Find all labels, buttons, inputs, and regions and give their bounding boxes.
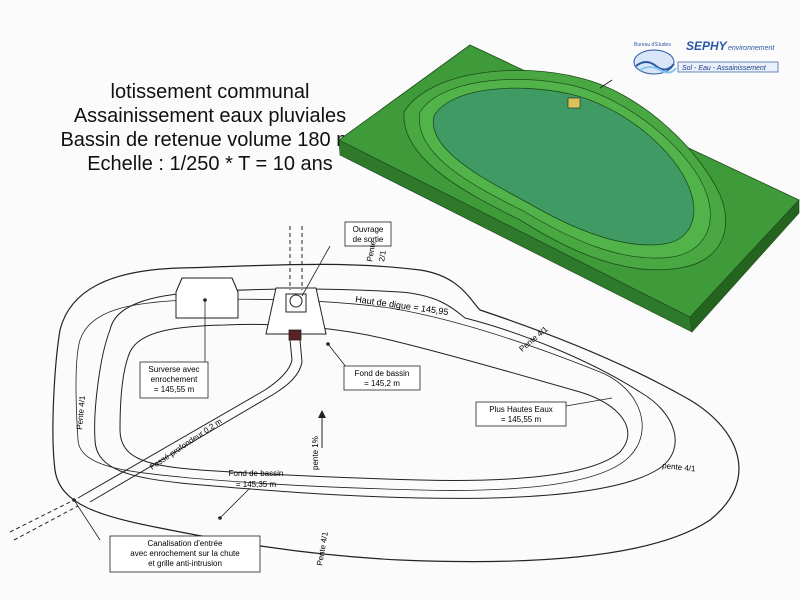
ouvrage-line-2: de sortie [353,235,384,244]
leader-dot-canalisation [72,498,76,502]
fond-2-line-2: = 145,35 m [236,480,277,489]
leader-canalisation [73,499,101,541]
logo-sub: Sol - Eau - Assainissement [682,65,767,72]
leader-ouvrage [301,245,331,297]
title-line-1: lotissement communal [110,81,310,103]
ouvrage-box [344,221,392,247]
fond-1-line-1: Fond de bassin [355,369,410,378]
pente-1-label: pente 1% [311,436,320,470]
ditch-line-1 [77,339,293,499]
title-line-4: Echelle : 1/250 * T = 10 ans [87,153,333,175]
high-water-line [75,298,643,491]
leader-dot-fond-1 [326,342,330,346]
leader-fond-2 [219,487,251,519]
fond-2-line-1: Fond de bassin [229,469,284,478]
slope-arrowhead [318,410,326,418]
outlet-structure [567,97,581,109]
fond-1-box [343,365,421,391]
surverse-line-1: Surverse avec [148,365,199,374]
canalisation-line-3: et grille anti-intrusion [148,559,222,568]
logo-tagline: environnement [728,45,775,52]
pente-2-1-line-1: Pente [365,240,378,263]
basin-water [432,87,695,246]
phe-line-1: Plus Hautes Eaux [489,405,553,414]
pente-2-1-line-2: 2/1 [377,249,388,262]
leader-dot-surverse [203,298,207,302]
title-block: lotissement communal Assainissement eaux… [0,80,420,176]
surverse-line-2: enrochement [151,375,198,384]
sephy-logo: Bureau d'Etudes SEPHY environnement Sol … [633,39,779,75]
leader-dot-fond-2 [218,516,222,520]
logo-wave [635,61,675,71]
canalisation-box [109,535,261,573]
haut-digue-label: Haut de digue = 145,95 [355,294,449,317]
overflow-edge-2 [231,277,239,293]
pente-left-label: Pente 4/1 [75,395,87,430]
overflow-edge-1 [175,277,183,293]
outlet-pipe [599,79,613,89]
surverse-line-3: = 145,55 m [154,385,195,394]
logo-band [677,61,779,73]
canalisation-line-2: avec enrochement sur la chute [130,549,240,558]
surverse-box [139,361,209,399]
inlet-pipe-1 [9,499,75,533]
title-line-2: Assainissement eaux pluviales [73,105,347,127]
fosse-label: Fossé profondeur 0,2 m [148,417,224,472]
pente-bottom-label: Pente 4/1 [315,531,330,567]
logo-brand: SEPHY [686,39,728,53]
outer-embankment-outline [52,263,740,563]
overflow-weir [175,277,239,319]
logo-small-text: Bureau d'Etudes [634,42,671,48]
logo-wave-2 [639,66,677,74]
canalisation-line-1: Canalisation d'entrée [148,539,223,548]
ditch-line-2 [89,339,303,503]
title-line-3: Bassin de retenue volume 180 m³ [60,129,360,151]
phe-box [475,401,567,427]
ouvrage-line-1: Ouvrage [353,225,384,234]
pente-far-label: pente 4/1 [662,461,697,473]
inlet-pipe-2 [13,505,79,541]
phe-line-2: = 145,55 m [501,415,542,424]
fond-1-line-2: = 145,2 m [364,379,400,388]
outlet-manhole [289,294,303,308]
outlet-grate [288,329,302,341]
